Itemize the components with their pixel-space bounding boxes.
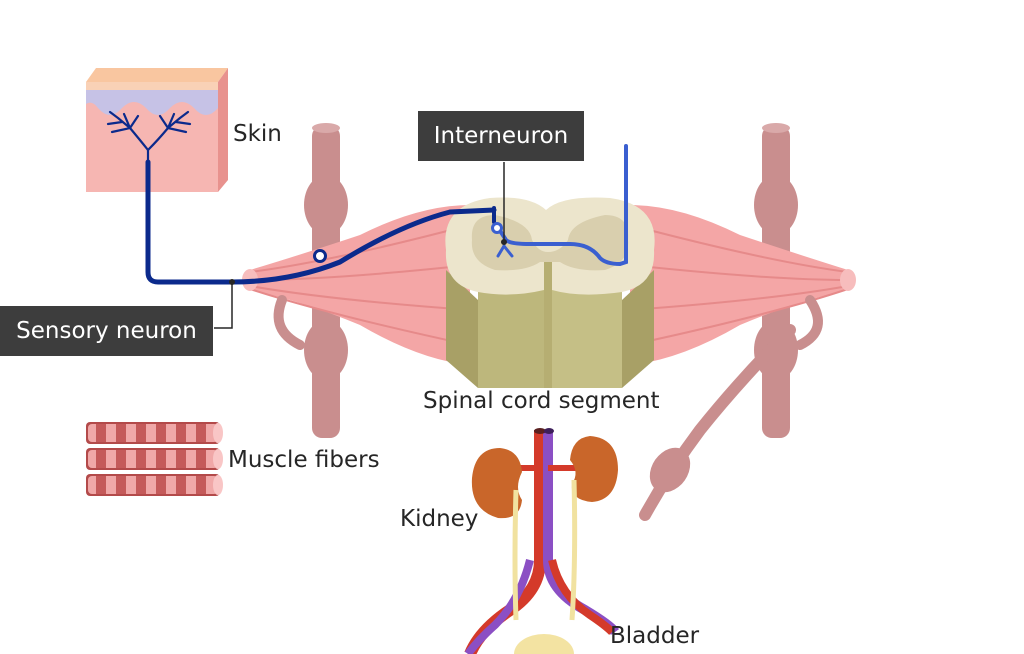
leader-lines: [214, 162, 505, 329]
bladder-label: Bladder: [610, 623, 700, 649]
nerve-ending-icon: [106, 110, 192, 164]
left-muscle: [242, 205, 471, 365]
right-muscle: [629, 205, 856, 365]
sensory-neuron-label: Sensory neuron: [0, 306, 213, 356]
cell-body-icon: [313, 249, 327, 263]
spinal-cord-segment-label: Spinal cord segment: [423, 388, 660, 414]
urinary-system: [464, 428, 620, 654]
skin-block: [86, 68, 228, 192]
left-kidney: [471, 448, 522, 519]
spinal-cord: [445, 197, 655, 388]
muscle-fibers-label: Muscle fibers: [228, 447, 380, 473]
right-kidney: [570, 436, 618, 502]
kidney-label: Kidney: [400, 506, 479, 532]
muscle-fibers-icon: [86, 422, 223, 496]
right-ganglion: [639, 324, 796, 521]
skin-label: Skin: [233, 121, 282, 147]
bladder-shape: [514, 634, 574, 654]
interneuron-label: Interneuron: [418, 111, 584, 161]
sensory-neuron-path: [145, 159, 497, 285]
interneuron-path: [491, 144, 628, 267]
